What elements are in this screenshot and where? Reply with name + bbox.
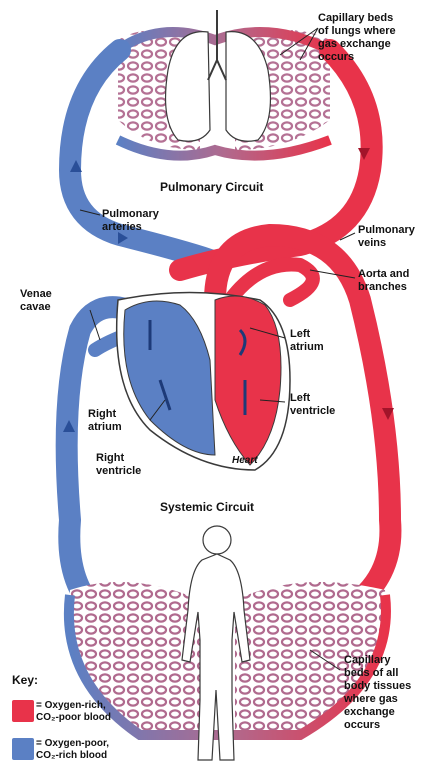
key-swatch-oxygen-rich [12, 700, 34, 722]
label-aorta: Aorta and branches [358, 268, 409, 294]
label-right-atrium: Right atrium [88, 408, 122, 434]
key-text-oxygen-rich: = Oxygen-rich, CO₂-poor blood [36, 700, 111, 724]
key-title: Key: [12, 674, 38, 687]
systemic-circuit-title: Systemic Circuit [160, 500, 254, 514]
label-body-capillaries: Capillary beds of all body tissues where… [344, 654, 411, 732]
key-swatch-oxygen-poor [12, 738, 34, 760]
label-pulmonary-arteries: Pulmonary arteries [102, 208, 159, 234]
label-venae-cavae: Venae cavae [20, 288, 52, 314]
heart-label: Heart [232, 455, 258, 466]
label-lung-capillaries: Capillary beds of lungs where gas exchan… [318, 12, 396, 64]
label-left-atrium: Left atrium [290, 328, 324, 354]
lung-capillary-beds [118, 30, 330, 156]
pulmonary-circuit-title: Pulmonary Circuit [160, 180, 263, 194]
key-text-oxygen-poor: = Oxygen-poor, CO₂-rich blood [36, 738, 109, 762]
heart-icon [117, 293, 290, 471]
label-right-ventricle: Right ventricle [96, 452, 141, 478]
label-pulmonary-veins: Pulmonary veins [358, 224, 415, 250]
label-left-ventricle: Left ventricle [290, 392, 335, 418]
